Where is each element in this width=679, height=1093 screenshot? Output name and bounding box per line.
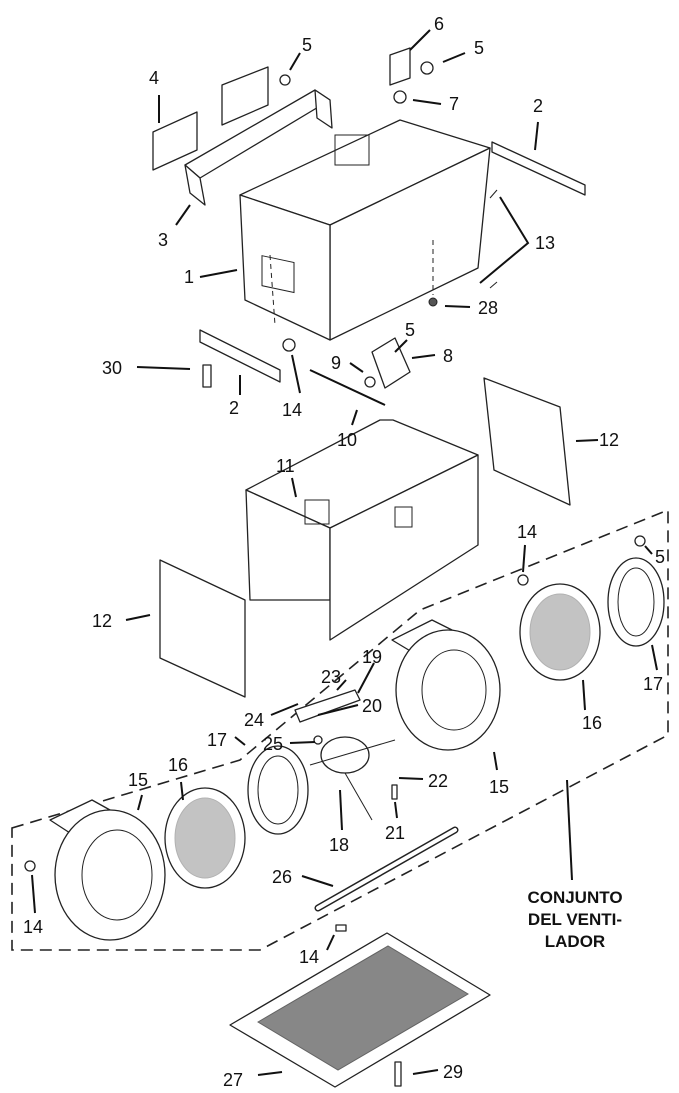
nut-7: [393, 90, 407, 104]
callout-11: 11: [276, 456, 295, 476]
blower-wheel-16-right: [519, 583, 601, 681]
callout-3: 3: [158, 230, 168, 250]
cover-plate-4: [152, 111, 198, 171]
grille-27: [229, 932, 491, 1088]
rod-10: [309, 369, 386, 406]
callout-15: 15: [489, 777, 509, 797]
inner-housing-11: [245, 419, 479, 641]
leader-lines: [31, 29, 658, 1076]
nut-28: [428, 297, 438, 307]
mounting-ring-17-left: [247, 745, 309, 835]
callout-16: 16: [168, 755, 188, 775]
housing-box: [239, 119, 491, 341]
screw-21: [391, 784, 398, 800]
grommet-14-top: [282, 338, 296, 352]
callout-1: 1: [184, 267, 194, 287]
callout-7: 7: [449, 94, 459, 114]
screw-5: [279, 74, 291, 86]
fan-assembly-caption: CONJUNTO DEL VENTI- LADOR: [527, 888, 622, 951]
caption-line-2: DEL VENTI-: [528, 910, 622, 929]
grommet-14-right: [517, 574, 529, 586]
callout-14: 14: [299, 947, 319, 967]
fan-assembly-boundary: [11, 508, 669, 951]
screw-29: [394, 1061, 402, 1087]
callout-10: 10: [337, 430, 357, 450]
callout-4: 4: [149, 68, 159, 88]
screw-9: [364, 376, 376, 388]
callout-5: 5: [405, 320, 415, 340]
callout-14: 14: [517, 522, 537, 542]
callout-labels: 6 5 5 4 7 2 3 13 1 28 5 8 9 30 2 14 10 1…: [23, 14, 665, 1090]
rail-2-bottom: [199, 329, 281, 383]
callout-13: 13: [535, 233, 555, 253]
callout-28: 28: [478, 298, 498, 318]
caption-line-3: LADOR: [545, 932, 605, 951]
bracket-6: [389, 47, 411, 86]
motor-18: [309, 736, 396, 821]
clip-14-bottom: [335, 924, 347, 932]
callout-29: 29: [443, 1062, 463, 1082]
side-panel-12-left: [159, 559, 246, 698]
callout-20: 20: [362, 696, 382, 716]
callout-12: 12: [599, 430, 619, 450]
callout-25: 25: [263, 734, 283, 754]
bolt-30: [202, 364, 212, 388]
callout-9: 9: [331, 353, 341, 373]
screw-5-right: [634, 535, 646, 547]
screw-5b: [420, 61, 434, 75]
bracket-8: [371, 337, 411, 389]
capacitor-bracket: [294, 689, 361, 723]
caption-line-1: CONJUNTO: [527, 888, 622, 907]
side-panel-12-right: [483, 377, 571, 506]
callout-22: 22: [428, 771, 448, 791]
callout-2: 2: [533, 96, 543, 116]
callout-2: 2: [229, 398, 239, 418]
callout-19: 19: [362, 647, 382, 667]
callout-5: 5: [474, 38, 484, 58]
callout-15: 15: [128, 770, 148, 790]
callout-17: 17: [643, 674, 663, 694]
mounting-ring-17-right: [607, 557, 665, 647]
blower-housing-15-right: [391, 619, 501, 751]
callout-21: 21: [385, 823, 405, 843]
callout-23: 23: [321, 667, 341, 687]
callout-14: 14: [282, 400, 302, 420]
callout-30: 30: [102, 358, 122, 378]
rail-2-top: [491, 141, 586, 196]
callout-16: 16: [582, 713, 602, 733]
screw-25: [313, 735, 323, 745]
mounting-rail-3: [184, 89, 333, 206]
callout-27: 27: [223, 1070, 243, 1090]
blower-wheel-16-left: [164, 787, 246, 889]
callout-17: 17: [207, 730, 227, 750]
callout-14: 14: [23, 917, 43, 937]
callout-24: 24: [244, 710, 264, 730]
callout-12: 12: [92, 611, 112, 631]
cover-plate-5: [221, 66, 269, 126]
callout-18: 18: [329, 835, 349, 855]
callout-6: 6: [434, 14, 444, 34]
callout-5: 5: [655, 547, 665, 567]
callout-8: 8: [443, 346, 453, 366]
callout-26: 26: [272, 867, 292, 887]
blower-housing-15-left: [49, 799, 166, 941]
callout-5: 5: [302, 35, 312, 55]
grommet-14-left: [24, 860, 36, 872]
